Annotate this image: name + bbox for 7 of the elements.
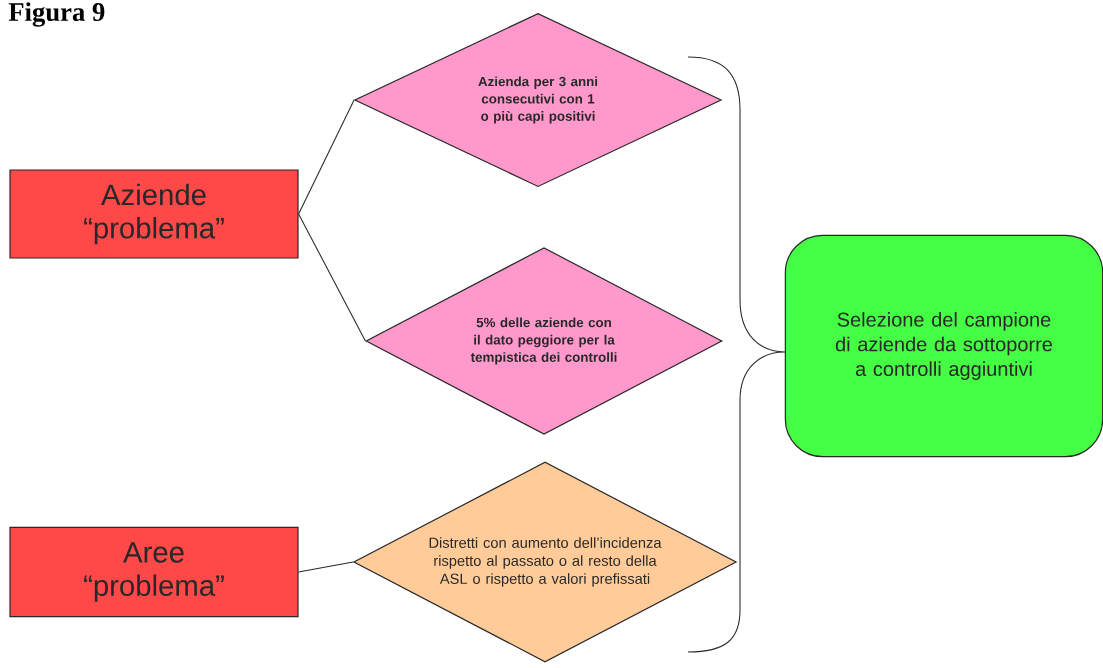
problem-box: Aree “problema” [9,526,299,618]
connector-line [298,213,366,342]
connector-line [298,561,354,573]
result-box: Selezione del campione di aziende da sottoporre a controlli aggiuntivi [784,234,1103,458]
problem-box: Aziende “problema” [9,169,299,259]
figure-title: Figura 9 [8,2,105,27]
connector-line [298,99,355,215]
